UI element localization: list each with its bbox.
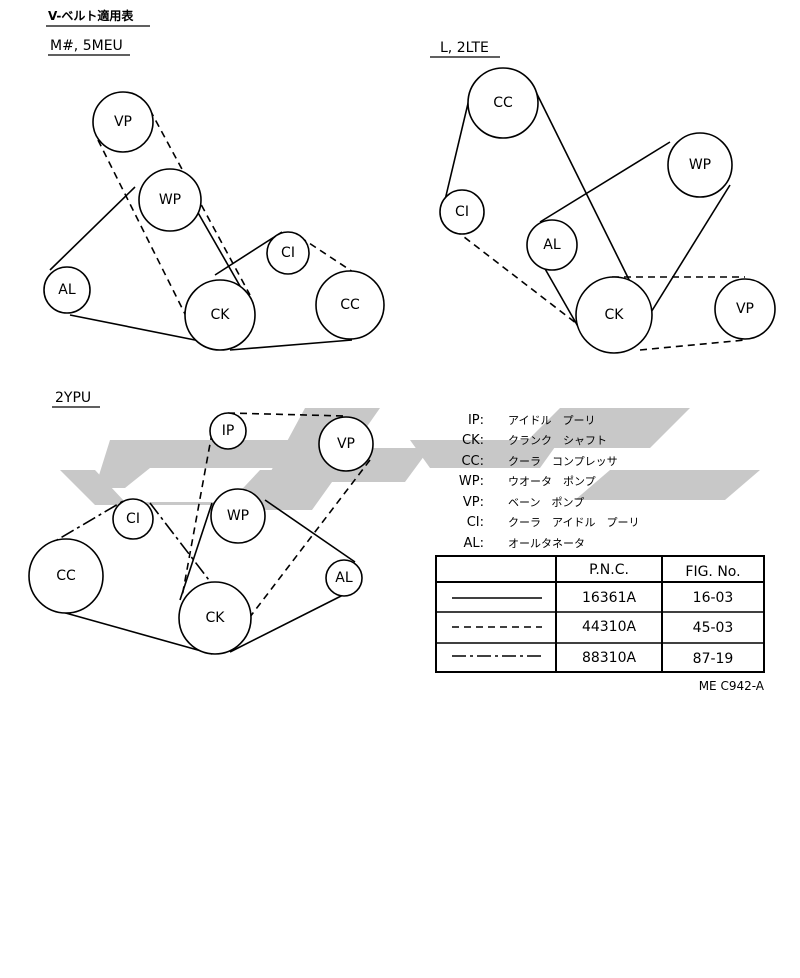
pulley-wp-label: WP <box>159 192 181 208</box>
belt-solid-segment <box>229 339 353 351</box>
legend-abbr: WP: <box>459 474 484 489</box>
pulley-cc <box>467 67 539 139</box>
pulley-wp-label: WP <box>227 508 249 524</box>
belt-dashdot-segment <box>39 499 126 551</box>
page-title: V-ベルト適用表 <box>48 8 134 23</box>
table-header-pnc: P.N.C. <box>589 562 629 578</box>
table-cell-fig: 16-03 <box>693 590 734 606</box>
belt-dashed-segment <box>181 432 213 598</box>
pulley-cc-label: CC <box>340 297 360 313</box>
belt-solid-segment <box>61 611 213 655</box>
belt-dashed-segment <box>454 229 586 331</box>
belt-solid-segment <box>539 259 581 331</box>
legend-desc: クーラ アイドル プーリ <box>508 516 639 529</box>
belt-solid-segment <box>444 94 471 201</box>
parts-table: P.N.C. FIG. No. 16361A 16-03 44310A 45-0… <box>435 555 765 673</box>
pulley-al-label: AL <box>335 570 353 586</box>
pulley-vp-label: VP <box>736 301 754 317</box>
pulley-ip-label: IP <box>222 423 235 439</box>
pulley-al <box>325 559 363 597</box>
table-cell-fig: 45-03 <box>693 620 734 636</box>
legend-desc: ウオータ ポンプ <box>508 475 596 488</box>
legend-abbr: VP: <box>463 495 484 510</box>
pulley-ci-label: CI <box>281 245 295 261</box>
table-cell-pnc: 44310A <box>582 619 637 635</box>
pulley-al <box>526 219 578 271</box>
pulley-ci <box>266 231 310 275</box>
table-frame <box>435 555 765 673</box>
pulley-ck-label: CK <box>206 610 226 626</box>
pulley-vp <box>318 416 374 472</box>
pulley-ck-label: CK <box>605 307 625 323</box>
pulley-vp-label: VP <box>337 436 355 452</box>
belt-solid-segment <box>229 589 354 653</box>
pulley-vp <box>714 278 776 340</box>
pulley-ck-label: CK <box>211 307 231 323</box>
table-cell-pnc: 88310A <box>582 650 637 666</box>
watermark-logo <box>60 408 760 510</box>
belt-dashdot-segment <box>149 502 213 585</box>
table-cell-fig: 87-19 <box>693 651 734 667</box>
legend-abbr: AL: <box>463 536 484 551</box>
belt-solid-segment <box>264 499 356 563</box>
legend-abbr: IP: <box>468 413 484 428</box>
pulley-vp <box>92 91 154 153</box>
diagram-m5meu-heading: M#, 5MEU <box>50 38 123 54</box>
pulley-al-label: AL <box>543 237 561 253</box>
belt-solid-segment <box>639 184 731 331</box>
table-header-fig: FIG. No. <box>685 564 740 580</box>
pulley-al <box>43 266 91 314</box>
pulley-ci <box>112 498 154 540</box>
belt-solid-segment <box>179 502 213 601</box>
diagram-2ypu-heading: 2YPU <box>55 390 91 406</box>
diagram-2ypu: 2YPU IP VP CI WP CC CK AL <box>28 390 374 655</box>
belt-solid-segment <box>539 141 671 223</box>
diagram-m5meu: M#, 5MEU VP WP AL CK CI CC <box>43 38 385 351</box>
legend-desc: アイドル プーリ <box>508 414 595 427</box>
belt-dashed-segment <box>227 412 346 417</box>
legend-abbr: CI: <box>467 515 484 530</box>
pulley-ck <box>575 276 653 354</box>
table-cell-pnc: 16361A <box>582 590 637 606</box>
belt-solid-segment <box>49 186 136 271</box>
pulley-cc-label: CC <box>56 568 76 584</box>
legend: IP: アイドル プーリ CK: クランク シャフト CC: クーラ コンプレッ… <box>459 413 640 551</box>
pulley-cc-label: CC <box>493 95 513 111</box>
pulley-wp <box>210 488 266 544</box>
pulley-wp-label: WP <box>689 157 711 173</box>
pulley-ci-label: CI <box>455 204 469 220</box>
diagram-l2lte: L, 2LTE CC WP CI AL CK VP <box>430 40 776 354</box>
pulley-wp <box>667 132 733 198</box>
pulley-vp-label: VP <box>114 114 132 130</box>
legend-desc: オールタネータ <box>508 537 585 550</box>
pulley-wp <box>138 168 202 232</box>
pulley-cc <box>315 270 385 340</box>
belt-dashed-segment <box>639 339 746 351</box>
pulley-ci <box>439 189 485 235</box>
legend-desc: クランク シャフト <box>508 434 607 447</box>
belt-dashed-segment <box>97 139 189 321</box>
legend-abbr: CK: <box>462 433 484 448</box>
figure-code: ME C942-A <box>699 679 765 693</box>
pulley-cc <box>28 538 104 614</box>
pulley-ip <box>209 412 247 450</box>
pulley-ci-label: CI <box>126 511 140 527</box>
diagram-l2lte-heading: L, 2LTE <box>440 40 489 56</box>
pulley-ck <box>184 279 256 351</box>
legend-abbr: CC: <box>461 454 484 469</box>
legend-desc: クーラ コンプレッサ <box>508 455 618 468</box>
belt-solid-segment <box>214 231 283 276</box>
pulley-ck <box>178 581 252 655</box>
legend-desc: ベーン ポンプ <box>508 496 584 509</box>
pulley-al-label: AL <box>58 282 76 298</box>
